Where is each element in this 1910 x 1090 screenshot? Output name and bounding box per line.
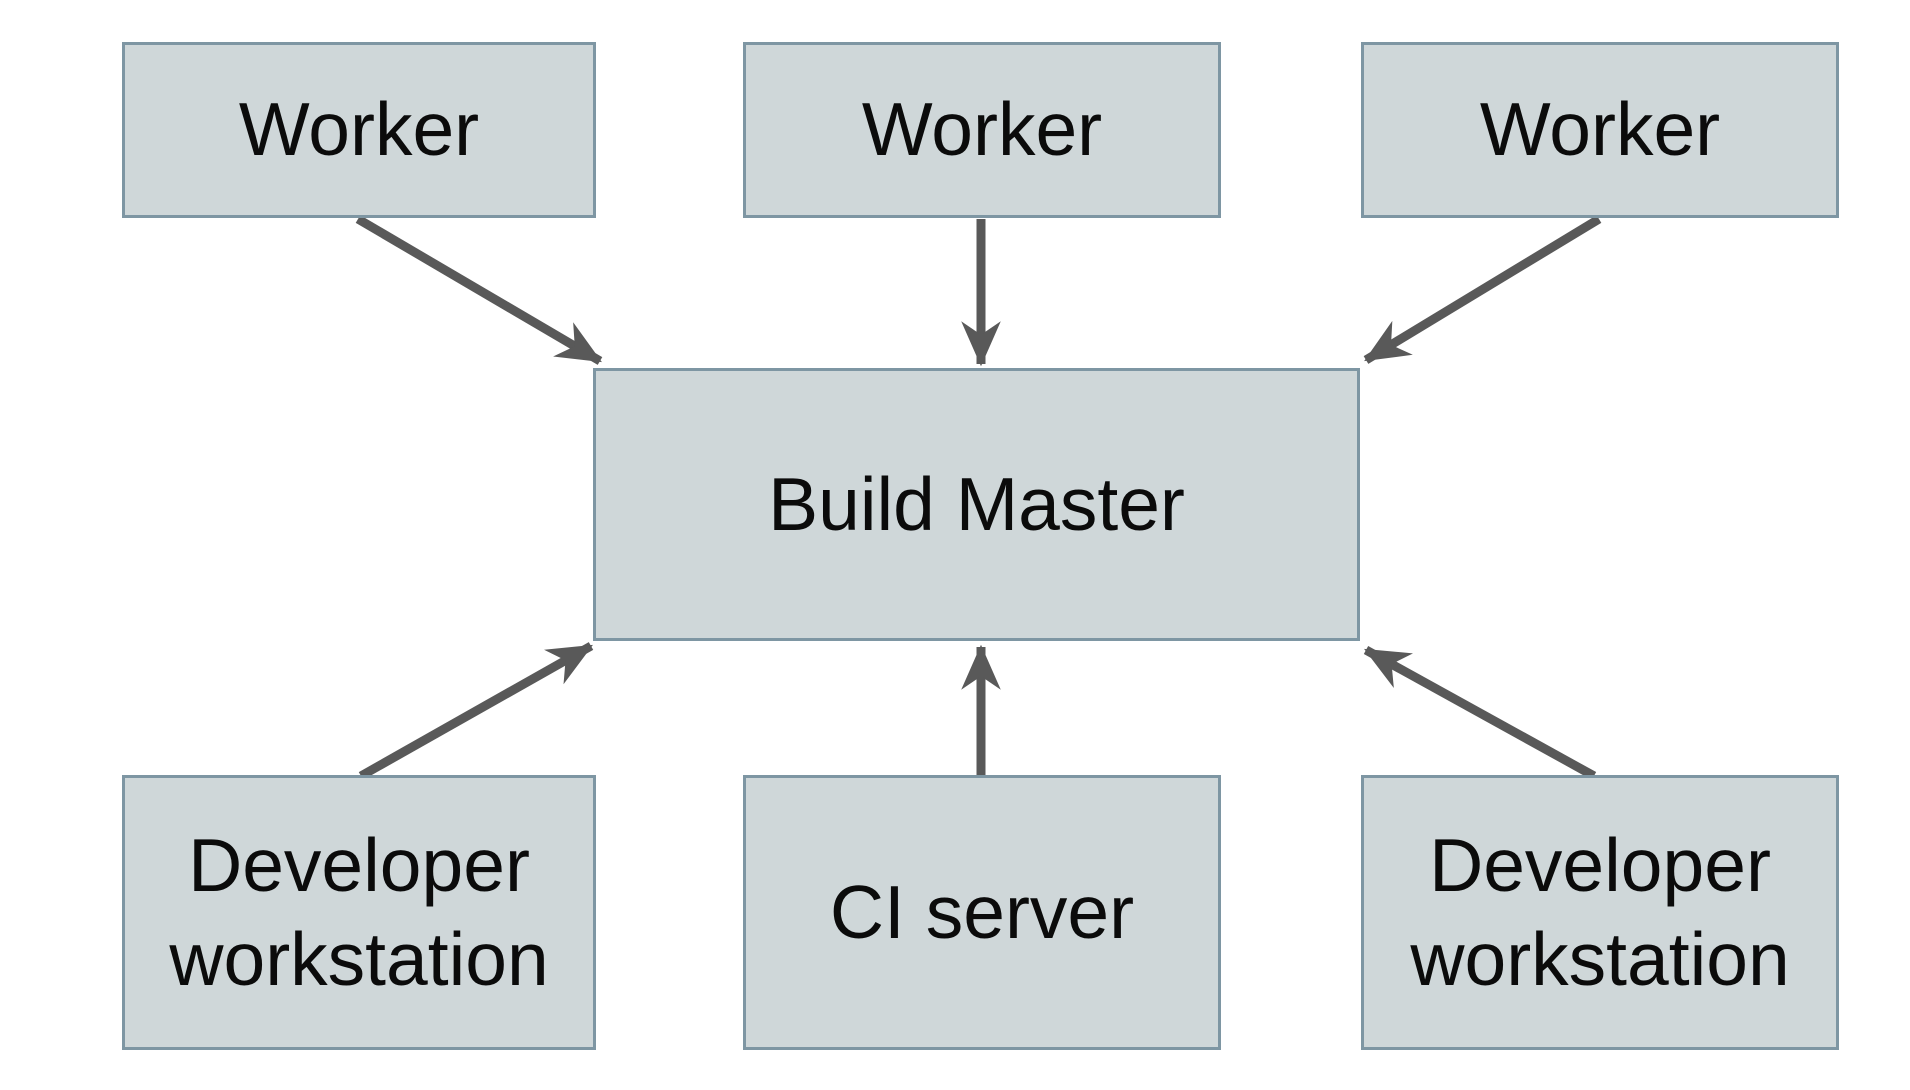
node-worker-2-label: Worker — [861, 87, 1103, 172]
node-worker-1: Worker — [122, 42, 596, 218]
node-worker-2: Worker — [743, 42, 1221, 218]
node-developer-workstation-right-label: Developer workstation — [1410, 822, 1790, 1001]
node-ci-server-label: CI server — [829, 869, 1135, 954]
node-worker-1-label: Worker — [238, 87, 480, 172]
node-worker-3-label: Worker — [1479, 87, 1721, 172]
arrow-worker1-to-build-master — [355, 215, 603, 365]
node-build-master: Build Master — [593, 368, 1360, 641]
arrow-dev-left-to-build-master — [358, 642, 594, 780]
node-build-master-label: Build Master — [768, 461, 1185, 546]
node-developer-workstation-left-label: Developer workstation — [169, 822, 549, 1001]
node-developer-workstation-left: Developer workstation — [122, 775, 596, 1050]
arrow-worker3-to-build-master — [1363, 215, 1602, 364]
node-developer-workstation-right: Developer workstation — [1361, 775, 1839, 1050]
arrow-dev-right-to-build-master — [1363, 646, 1597, 780]
node-ci-server: CI server — [743, 775, 1221, 1050]
node-worker-3: Worker — [1361, 42, 1839, 218]
